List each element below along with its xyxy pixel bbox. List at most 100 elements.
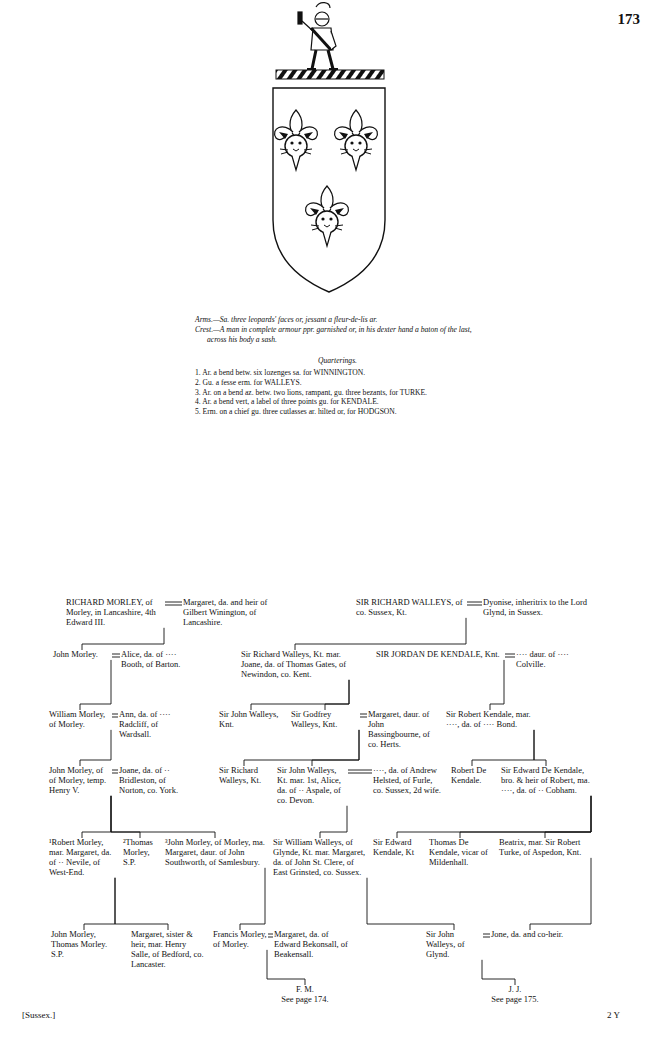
person-entry: John Morley, of of Morley, temp. Henry V… (48, 766, 112, 796)
descent-line (80, 660, 111, 710)
person-entry: Sir Robert Kendale, mar. ····, da. of ··… (445, 710, 535, 730)
blazon-text: 4. Ar. a bend vert, a label of three poi… (195, 397, 480, 407)
person-text: Margaret, da. and heir of Gilbert Wining… (183, 598, 289, 628)
person-text: J. J. (481, 985, 549, 995)
descent-line (312, 730, 359, 766)
blazon-text: 5. Erm. on a chief gu. three cutlasses a… (195, 407, 480, 417)
person-entry: Margaret, da. and heir of Gilbert Wining… (182, 598, 290, 628)
person-text: Beatrix, mar. Sir Robert Turke, of Asped… (499, 838, 591, 858)
person-entry: Sir Richard Walleys, Kt. mar. Joane, da.… (240, 650, 350, 680)
person-text: Sir Godfrey Walleys, Knt. (291, 710, 359, 730)
person-entry: Sir John Walleys, Knt. (218, 710, 284, 730)
descent-line (82, 628, 164, 650)
person-text: ¹Robert Morley, mar. Margaret, da. of ··… (49, 838, 115, 878)
descent-line (472, 730, 534, 766)
person-entry: ···· daur. of ···· Colville. (515, 650, 593, 670)
descent-line (530, 858, 591, 930)
descent-line (534, 730, 546, 766)
descent-line (240, 868, 265, 930)
person-text: ²Thomas Morley, S.P. (123, 838, 157, 868)
person-text: SIR JORDAN DE KENDALE, Knt. (376, 650, 504, 660)
descent-line (367, 878, 454, 930)
person-text: ³John Morley, of Morley, ma. Margaret, d… (165, 838, 265, 868)
descent-line (482, 960, 515, 985)
person-entry: J. J.See page 175. (480, 985, 550, 1005)
person-text: SIR RICHARD WALLEYS, of co. Sussex, Kt. (356, 598, 466, 618)
page-number: 173 (590, 10, 640, 30)
person-text: Jone, da. and co-heir. (491, 930, 569, 940)
marriage-line (348, 770, 372, 773)
descent-line (111, 796, 215, 838)
marriage-line (112, 770, 118, 773)
descent-line (84, 878, 115, 930)
person-entry: ····, da. of Andrew Helsted, of Furle, c… (372, 766, 444, 796)
footer-note: 2 Y (560, 1010, 620, 1022)
marriage-line (165, 602, 182, 605)
person-text: Sir Richard Walleys, Kt. (219, 766, 269, 786)
blazon-text: Arms.—Sa. three leopards' faces or, jess… (195, 315, 480, 325)
descent-line (490, 660, 504, 710)
descent-line (115, 878, 168, 930)
person-entry: ¹Robert Morley, mar. Margaret, da. of ··… (48, 838, 116, 878)
person-entry: Margaret, daur. of John Bassingbourne, o… (367, 710, 439, 750)
descent-line (244, 730, 359, 766)
person-text: ····, da. of Andrew Helsted, of Furle, c… (373, 766, 443, 796)
descent-line (325, 680, 349, 710)
person-text: See page 174. (271, 995, 339, 1005)
person-entry: Sir Edward Kendale, Kt (372, 838, 422, 858)
person-entry: Sir William Walleys, of Glynde, Kt. mar.… (272, 838, 368, 878)
descent-line (460, 796, 591, 838)
person-text: John Morley, Thomas Morley. S.P. (51, 930, 117, 960)
descent-line (80, 730, 111, 766)
person-entry: Thomas De Kendale, vicar of Mildenhall. (428, 838, 492, 868)
footer-note: [Sussex.] (22, 1010, 102, 1022)
person-entry: Alice, da. of ···· Booth, of Barton. (120, 650, 182, 670)
person-text: Sir William Walleys, of Glynde, Kt. mar.… (273, 838, 367, 878)
person-entry: Dyonise, inheritrix to the Lord Glynd, i… (482, 598, 602, 618)
person-text: John Morley, of of Morley, temp. Henry V… (49, 766, 111, 796)
person-entry: F. M.See page 174. (270, 985, 340, 1005)
marriage-line (112, 714, 118, 717)
blazon-text: 1. Ar. a bend betw. six lozenges sa. for… (195, 368, 480, 378)
label-group: 2 Y (560, 1010, 620, 1022)
person-text: Dyonise, inheritrix to the Lord Glynd, i… (483, 598, 601, 618)
person-text: Sir John Walleys, Knt. (219, 710, 283, 730)
blazon-text: Crest.—A man in complete armour ppr. gar… (195, 325, 480, 345)
descent-line (295, 618, 466, 650)
person-text: Sir Richard Walleys, Kt. mar. Joane, da.… (241, 650, 349, 680)
marriage-line (483, 934, 490, 937)
person-text: Thomas De Kendale, vicar of Mildenhall. (429, 838, 491, 868)
descent-line (251, 680, 349, 710)
marriage-line (268, 934, 273, 937)
person-text: Margaret, daur. of John Bassingbourne, o… (368, 710, 438, 750)
descent-line (545, 796, 591, 838)
person-text: Joane, da. of ·· Bridleston, of Norton, … (119, 766, 191, 796)
person-entry: SIR JORDAN DE KENDALE, Knt. (375, 650, 505, 660)
person-entry: ³John Morley, of Morley, ma. Margaret, d… (164, 838, 266, 868)
person-entry: John Morley, Thomas Morley. S.P. (50, 930, 118, 960)
person-text: Sir Edward Kendale, Kt (373, 838, 421, 858)
marriage-line (505, 654, 515, 657)
person-text: Robert De Kendale. (451, 766, 493, 786)
label-group: Arms.—Sa. three leopards' faces or, jess… (195, 315, 480, 345)
marriage-line (360, 714, 367, 717)
person-entry: Sir Godfrey Walleys, Knt. (290, 710, 360, 730)
label-group: Quarterings.1. Ar. a bend betw. six loze… (195, 356, 480, 417)
blazon-text: 3. Ar. on a bend az. betw. two lions, ra… (195, 388, 480, 398)
person-text: William Morley, of Morley. (49, 710, 111, 730)
person-text: F. M. (271, 985, 339, 995)
label-group: 173 (590, 10, 640, 30)
person-text: RICHARD MORLEY, of Morley, in Lancashire… (66, 598, 164, 628)
person-text: Alice, da. of ···· Booth, of Barton. (121, 650, 181, 670)
person-entry: RICHARD MORLEY, of Morley, in Lancashire… (65, 598, 165, 628)
person-entry: Margaret, da. of Edward Bekonsall, of Be… (273, 930, 349, 960)
person-entry: John Morley. (52, 650, 112, 660)
person-text: Ann, da. of ···· Radcliff, of Wardsall. (119, 710, 187, 740)
person-text: Francis Morley, of Morley. (213, 930, 267, 950)
person-entry: Joane, da. of ·· Bridleston, of Norton, … (118, 766, 192, 796)
marriage-line (467, 602, 482, 605)
descent-line (397, 796, 591, 838)
